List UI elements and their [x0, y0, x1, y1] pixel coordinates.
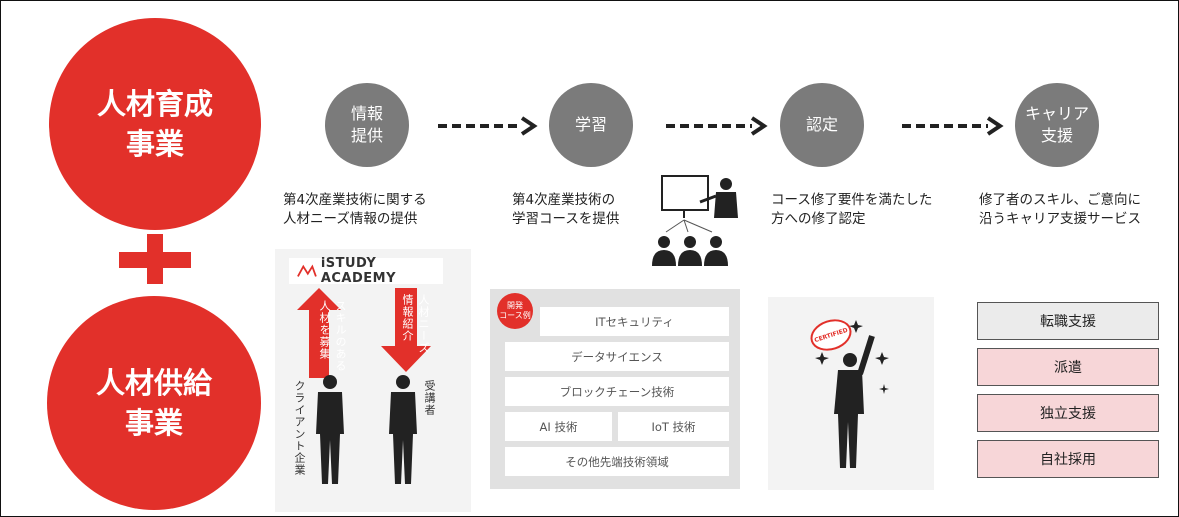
step-certification-circle: 認定 — [780, 83, 864, 167]
academy-panel — [275, 249, 471, 512]
student-label: 受講者 — [423, 380, 436, 416]
course-item-it-security: ITセキュリティ — [540, 307, 729, 336]
step-career-desc: 修了者のスキル、ご意向に 沿うキャリア支援サービス — [979, 192, 1141, 227]
step-certification-desc: コース修了要件を満たした 方への修了認定 — [771, 192, 933, 227]
academy-logo-icon — [297, 264, 317, 277]
certified-person-icon — [815, 320, 889, 468]
businessman-client-icon — [316, 375, 344, 484]
course-item-iot: IoT 技術 — [618, 412, 729, 441]
dashed-arrow-icon — [666, 116, 768, 136]
academy-logo: iSTUDY ACADEMY — [289, 256, 443, 286]
career-option-job-change: 転職支援 — [977, 302, 1159, 340]
course-item-other: その他先端技術領域 — [505, 447, 729, 476]
course-item-ai: AI 技術 — [505, 412, 612, 441]
step-learning-circle: 学習 — [549, 83, 633, 167]
step-information-circle: 情報 提供 — [325, 83, 409, 167]
course-item-data-science: データサイエンス — [505, 342, 729, 371]
down-arrow-label: 人材ニーズ 情報紹介 — [401, 294, 430, 354]
academy-logo-text: iSTUDY ACADEMY — [320, 256, 396, 286]
up-arrow-icon — [297, 288, 341, 378]
down-arrow-icon — [381, 288, 431, 372]
career-option-independence: 独立支援 — [977, 394, 1159, 432]
teacher-presentation-icon — [652, 175, 738, 266]
businessman-student-icon — [389, 375, 417, 484]
step-career-circle: キャリア 支援 — [1015, 83, 1099, 167]
plus-icon-bar — [119, 252, 191, 268]
career-option-dispatch: 派遣 — [977, 348, 1159, 386]
course-example-badge: 開発 コース例 — [497, 293, 533, 329]
hr-development-circle: 人材育成 事業 — [49, 18, 261, 230]
career-option-in-house: 自社採用 — [977, 440, 1159, 478]
hr-supply-circle: 人材供給 事業 — [47, 296, 261, 510]
dashed-arrow-icon — [902, 116, 1004, 136]
client-company-label: クライアント企業 — [293, 380, 306, 476]
dashed-arrow-icon — [438, 116, 538, 136]
step-learning-desc: 第4次産業技術の 学習コースを提供 — [512, 192, 620, 227]
course-item-blockchain: ブロックチェーン技術 — [505, 377, 729, 406]
step-information-desc: 第4次産業技術に関する 人材ニーズ情報の提供 — [283, 192, 427, 227]
up-arrow-label: スキルのある 人材を募集 — [318, 300, 347, 372]
